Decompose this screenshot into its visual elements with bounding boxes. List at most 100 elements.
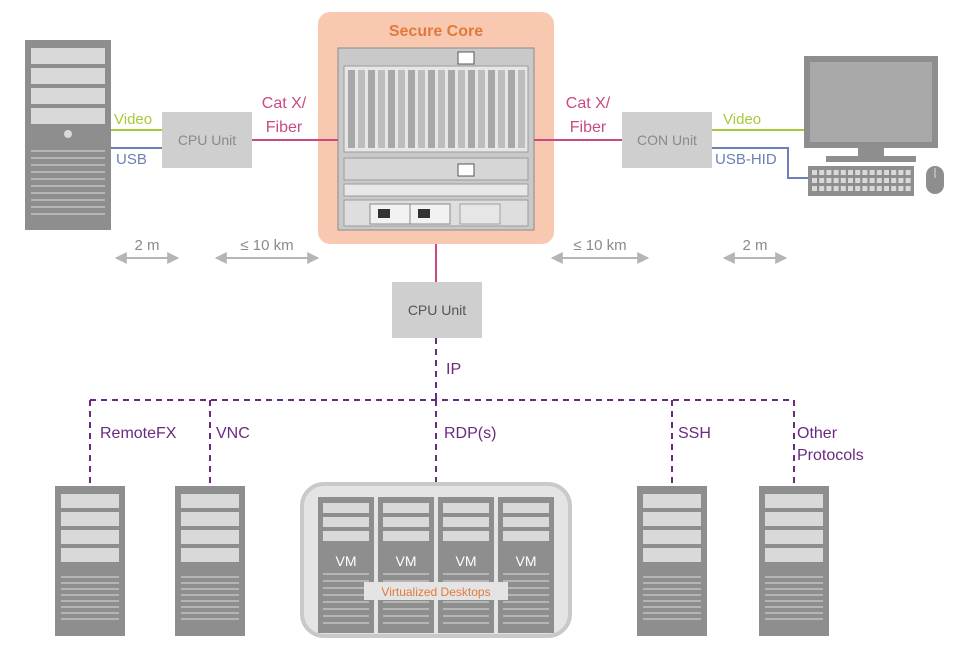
- rack-card: [438, 70, 445, 148]
- protocol-ssh: SSH: [678, 425, 711, 442]
- keyboard-key: [848, 178, 853, 183]
- rack-card: [458, 70, 465, 148]
- source-computer-tower: [25, 40, 111, 230]
- keyboard-key: [869, 170, 875, 175]
- keyboard-key: [862, 178, 868, 183]
- keyboard-key: [840, 178, 846, 183]
- left-link-label-2: Fiber: [266, 119, 303, 136]
- keyboard-key: [826, 178, 832, 183]
- rack-card: [518, 70, 525, 148]
- protocol-other-1: Other: [797, 425, 838, 442]
- rack-card: [358, 70, 365, 148]
- keyboard-key: [898, 186, 904, 191]
- keyboard-key: [812, 178, 817, 183]
- keyboard-key: [869, 178, 875, 183]
- right-usb-label: USB-HID: [715, 151, 777, 168]
- keyboard-key: [826, 186, 832, 191]
- left-distance-long: ≤ 10 km: [240, 237, 293, 254]
- keyboard: [808, 166, 914, 196]
- mouse: [926, 166, 944, 194]
- ip-label: IP: [446, 361, 461, 378]
- server-other: [759, 486, 829, 636]
- right-distance-long: ≤ 10 km: [573, 237, 626, 254]
- keyboard-key: [891, 186, 897, 191]
- matrix-switch-chassis: [337, 47, 535, 231]
- keyboard-key: [840, 186, 846, 191]
- keyboard-key: [855, 178, 861, 183]
- left-cpu-unit-label: CPU Unit: [178, 132, 236, 148]
- server-remotefx: [55, 486, 125, 636]
- keyboard-key: [855, 186, 861, 191]
- rack-card: [368, 70, 375, 148]
- keyboard-key: [812, 170, 817, 175]
- con-unit-label: CON Unit: [637, 132, 697, 148]
- rack-card: [428, 70, 435, 148]
- keyboard-key: [884, 178, 889, 183]
- workstation-monitor: [804, 56, 938, 162]
- keyboard-key: [898, 178, 904, 183]
- server-ssh: [637, 486, 707, 636]
- keyboard-key: [869, 186, 875, 191]
- keyboard-key: [819, 186, 825, 191]
- protocol-other-2: Protocols: [797, 447, 864, 464]
- bottom-cpu-unit-box: [392, 282, 482, 338]
- keyboard-key: [848, 186, 853, 191]
- left-usb-label: USB: [116, 151, 147, 168]
- keyboard-key: [905, 178, 911, 183]
- protocol-vnc: VNC: [216, 425, 250, 442]
- rack-card: [398, 70, 405, 148]
- keyboard-key: [862, 170, 868, 175]
- keyboard-key: [876, 186, 882, 191]
- left-distance-short: 2 m: [134, 237, 159, 254]
- rack-card: [448, 70, 455, 148]
- keyboard-key: [833, 178, 839, 183]
- right-distance-short: 2 m: [742, 237, 767, 254]
- keyboard-key: [905, 170, 911, 175]
- rack-card: [408, 70, 415, 148]
- right-link-label-1: Cat X/: [566, 95, 611, 112]
- protocol-rdp: RDP(s): [444, 425, 496, 442]
- keyboard-key: [862, 186, 868, 191]
- keyboard-key: [884, 186, 889, 191]
- vm-label-3: VM: [456, 553, 477, 569]
- right-video-label: Video: [723, 111, 761, 128]
- keyboard-key: [833, 186, 839, 191]
- rack-card: [388, 70, 395, 148]
- vm-label-4: VM: [516, 553, 537, 569]
- rack-card: [478, 70, 485, 148]
- vm-label-1: VM: [336, 553, 357, 569]
- keyboard-key: [855, 170, 861, 175]
- rack-card: [378, 70, 385, 148]
- con-unit-box: [622, 112, 712, 168]
- rack-card: [348, 70, 355, 148]
- left-video-label: Video: [114, 111, 152, 128]
- keyboard-key: [819, 178, 825, 183]
- virtualized-desktops-caption: Virtualized Desktops: [381, 585, 490, 599]
- rack-card: [508, 70, 515, 148]
- keyboard-key: [884, 170, 889, 175]
- rack-card: [468, 70, 475, 148]
- keyboard-key: [891, 170, 897, 175]
- keyboard-key: [833, 170, 839, 175]
- keyboard-key: [840, 170, 846, 175]
- bottom-cpu-unit-label: CPU Unit: [408, 302, 466, 318]
- rack-card: [488, 70, 495, 148]
- keyboard-key: [898, 170, 904, 175]
- left-cpu-unit-box: [162, 112, 252, 168]
- keyboard-key: [826, 170, 832, 175]
- keyboard-key: [848, 170, 853, 175]
- keyboard-key: [819, 170, 825, 175]
- vm-stack: [318, 497, 554, 633]
- keyboard-key: [876, 170, 882, 175]
- server-vnc: [175, 486, 245, 636]
- keyboard-key: [905, 186, 911, 191]
- secure-core-title: Secure Core: [389, 23, 483, 40]
- rack-card: [418, 70, 425, 148]
- keyboard-key: [812, 186, 817, 191]
- left-link-label-1: Cat X/: [262, 95, 307, 112]
- protocol-remotefx: RemoteFX: [100, 425, 177, 442]
- right-link-label-2: Fiber: [570, 119, 607, 136]
- keyboard-key: [891, 178, 897, 183]
- vm-label-2: VM: [396, 553, 417, 569]
